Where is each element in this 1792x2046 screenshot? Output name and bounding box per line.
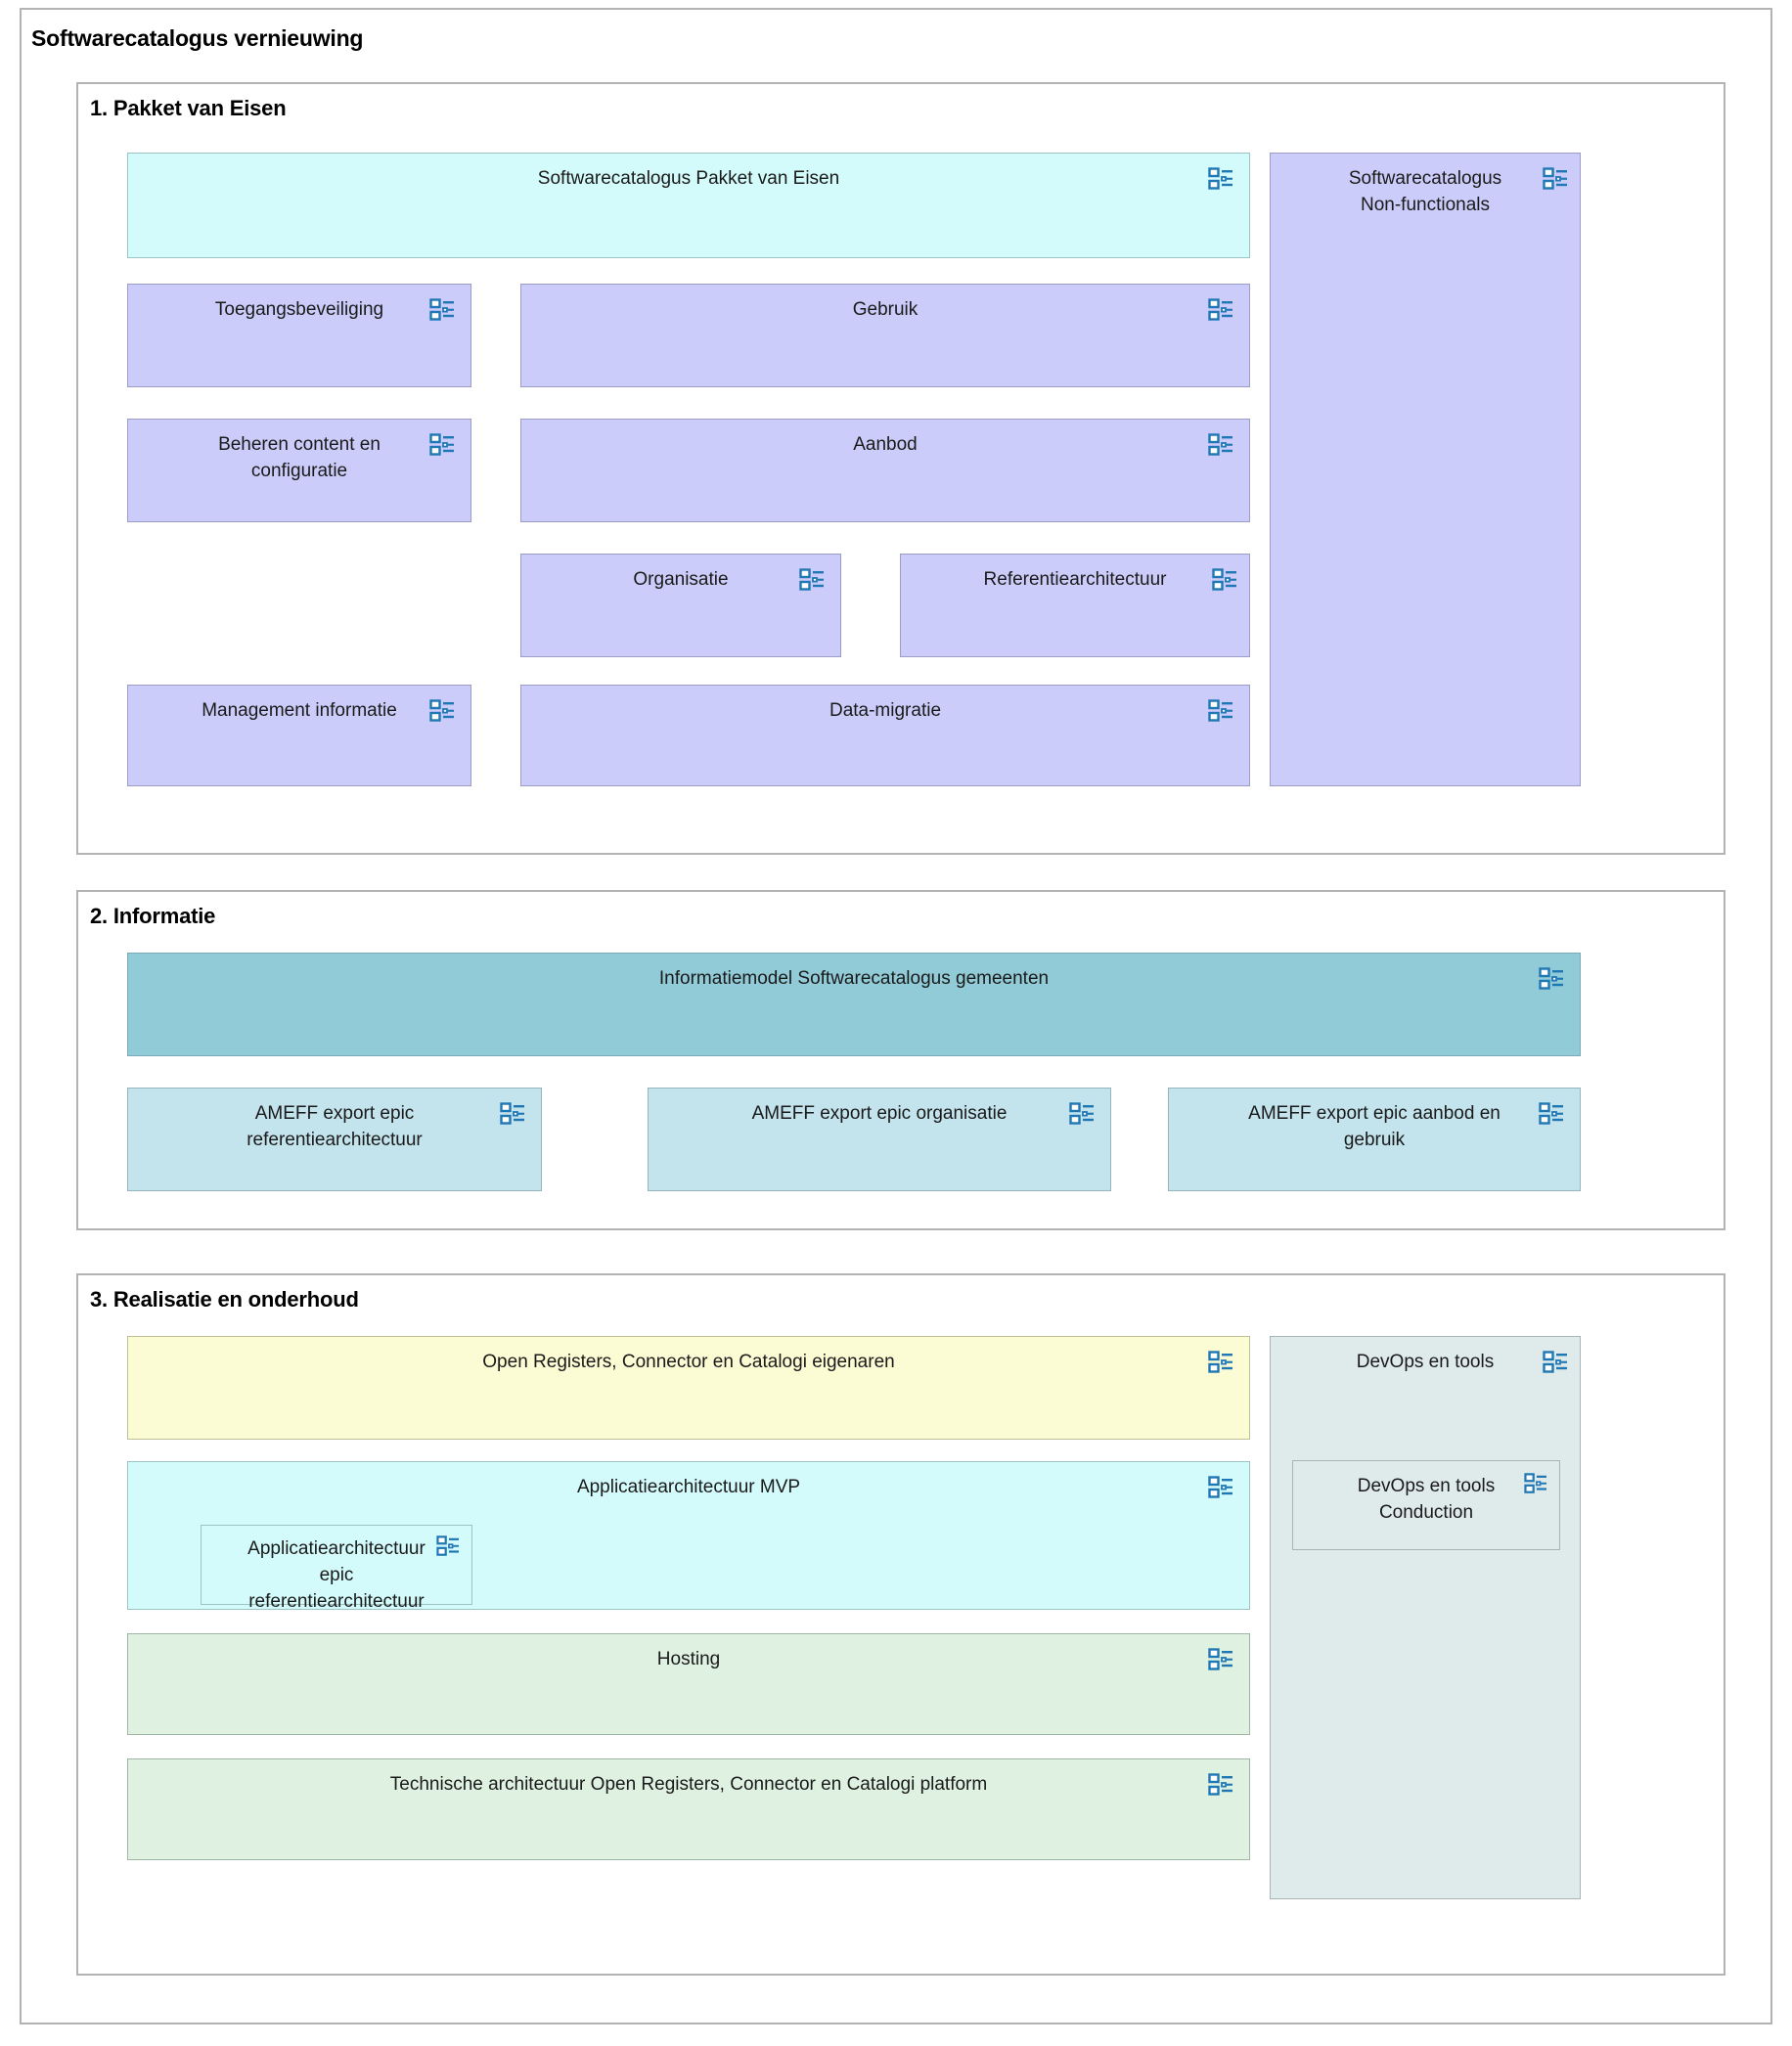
node-label: Applicatiearchitectuur MVP [576, 1477, 801, 1497]
section-title-1: 1. Pakket van Eisen [90, 96, 287, 120]
archimate-grouping-icon [1539, 1102, 1564, 1126]
node-organisatie[interactable]: Organisatie [520, 554, 841, 657]
node-label: Referentiearchitectuur [983, 569, 1167, 590]
archimate-grouping-icon [1208, 699, 1233, 723]
node-applicatiearchitectuur-epic-referentiearchitectuur[interactable]: Applicatiearchitectuur epic referentiear… [201, 1525, 472, 1612]
section-informatie[interactable]: 2. Informatie Informatiemodel Softwareca… [76, 890, 1725, 1230]
archimate-grouping-icon [1208, 1773, 1233, 1797]
node-label: Beheren content en configuratie [218, 434, 381, 481]
node-ameff-export-epic-organisatie[interactable]: AMEFF export epic organisatie [648, 1088, 1111, 1191]
node-management-informatie[interactable]: Management informatie [127, 685, 471, 786]
node-softwarecatalogus-non-functionals[interactable]: Softwarecatalogus Non-functionals [1270, 153, 1581, 786]
node-label: AMEFF export epic organisatie [751, 1103, 1008, 1124]
archimate-grouping-icon [1539, 967, 1564, 991]
node-open-registers-connector-en-catalogi-eigenaren[interactable]: Open Registers, Connector en Catalogi ei… [127, 1336, 1250, 1440]
node-label: AMEFF export epic referentiearchitectuur [246, 1103, 423, 1150]
node-aanbod[interactable]: Aanbod [520, 419, 1250, 522]
node-label: Hosting [656, 1649, 721, 1669]
archimate-grouping-icon [1208, 167, 1233, 191]
archimate-grouping-icon [429, 699, 455, 723]
node-toegangsbeveiliging[interactable]: Toegangsbeveiliging [127, 284, 471, 387]
node-label: Applicatiearchitectuur epic referentiear… [247, 1538, 426, 1612]
archimate-grouping-icon [799, 568, 825, 592]
section-pakket-van-eisen[interactable]: 1. Pakket van Eisen Softwarecatalogus Pa… [76, 82, 1725, 855]
node-label: Softwarecatalogus Pakket van Eisen [537, 168, 840, 189]
node-softwarecatalogus-pakket-van-eisen[interactable]: Softwarecatalogus Pakket van Eisen [127, 153, 1250, 258]
node-informatiemodel-softwarecatalogus-gemeenten[interactable]: Informatiemodel Softwarecatalogus gemeen… [127, 953, 1581, 1056]
archimate-grouping-icon [429, 433, 455, 457]
node-devops-en-tools[interactable]: DevOps en tools DevOps en tools Conducti… [1270, 1336, 1581, 1899]
section-realisatie-en-onderhoud[interactable]: 3. Realisatie en onderhoud Open Register… [76, 1273, 1725, 1976]
page-title: Softwarecatalogus vernieuwing [31, 25, 364, 51]
node-ameff-export-epic-referentiearchitectuur[interactable]: AMEFF export epic referentiearchitectuur [127, 1088, 542, 1191]
node-label: Management informatie [202, 700, 397, 721]
node-hosting[interactable]: Hosting [127, 1633, 1250, 1735]
node-referentiearchitectuur[interactable]: Referentiearchitectuur [900, 554, 1250, 657]
archimate-grouping-icon [1208, 1648, 1233, 1671]
node-technische-architectuur-open-registers-connector-en-catalogi-platform[interactable]: Technische architectuur Open Registers, … [127, 1758, 1250, 1860]
archimate-grouping-icon [429, 298, 455, 322]
diagram-canvas: Softwarecatalogus vernieuwing 1. Pakket … [20, 8, 1772, 2024]
node-data-migratie[interactable]: Data-migratie [520, 685, 1250, 786]
node-label: Data-migratie [829, 700, 942, 721]
node-label: Aanbod [853, 434, 918, 455]
node-ameff-export-epic-aanbod-en-gebruik[interactable]: AMEFF export epic aanbod en gebruik [1168, 1088, 1581, 1191]
section-title-3: 3. Realisatie en onderhoud [90, 1287, 359, 1312]
archimate-grouping-icon [1543, 167, 1568, 191]
archimate-grouping-icon [1524, 1473, 1549, 1496]
node-devops-en-tools-conduction[interactable]: DevOps en tools Conduction [1292, 1460, 1560, 1550]
node-label: Open Registers, Connector en Catalogi ei… [482, 1352, 895, 1372]
archimate-grouping-icon [1543, 1351, 1568, 1374]
archimate-grouping-icon [1212, 568, 1237, 592]
archimate-grouping-icon [1208, 1476, 1233, 1499]
node-label: Toegangsbeveiliging [214, 299, 384, 320]
archimate-grouping-icon [436, 1535, 462, 1559]
archimate-grouping-icon [1069, 1102, 1095, 1126]
section-title-2: 2. Informatie [90, 904, 216, 928]
node-label: Softwarecatalogus Non-functionals [1348, 168, 1502, 215]
archimate-grouping-icon [500, 1102, 525, 1126]
node-label: Gebruik [852, 299, 918, 320]
archimate-grouping-icon [1208, 298, 1233, 322]
node-label: Technische architectuur Open Registers, … [389, 1774, 988, 1795]
node-label: AMEFF export epic aanbod en gebruik [1248, 1103, 1501, 1150]
node-label: DevOps en tools [1356, 1352, 1495, 1372]
node-gebruik[interactable]: Gebruik [520, 284, 1250, 387]
archimate-grouping-icon [1208, 433, 1233, 457]
node-label: Organisatie [633, 569, 729, 590]
node-beheren-content-en-configuratie[interactable]: Beheren content en configuratie [127, 419, 471, 522]
node-label: DevOps en tools Conduction [1357, 1476, 1496, 1523]
node-label: Informatiemodel Softwarecatalogus gemeen… [658, 968, 1050, 989]
archimate-grouping-icon [1208, 1351, 1233, 1374]
node-applicatiearchitectuur-mvp[interactable]: Applicatiearchitectuur MVP Applicatiearc… [127, 1461, 1250, 1612]
